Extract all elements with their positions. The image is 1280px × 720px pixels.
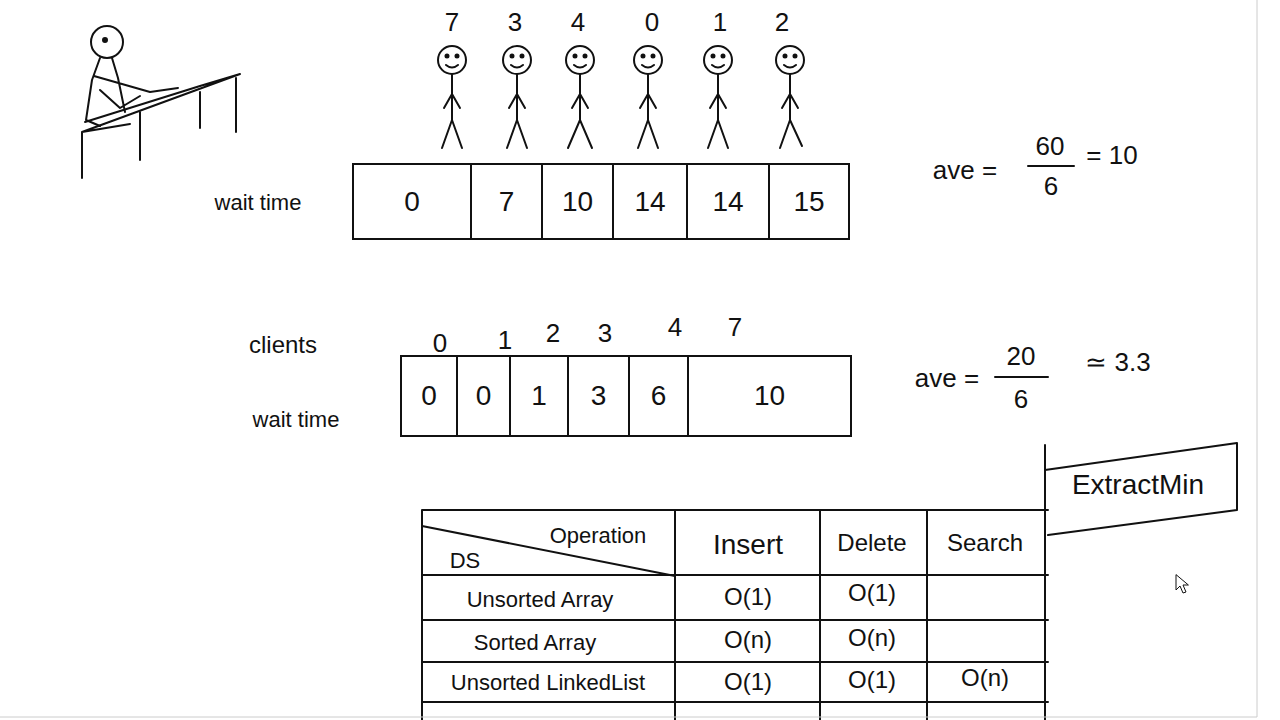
client-figure	[776, 46, 804, 148]
table-header: Operation	[550, 525, 647, 547]
fraction-denominator: 6	[1044, 173, 1058, 199]
customer-priority: 4	[571, 9, 585, 35]
array-cell: 14	[612, 163, 688, 240]
table-cell: O(n)	[724, 628, 772, 652]
table-row-header: Sorted Array	[474, 632, 596, 654]
wait-time-value: 0	[476, 382, 492, 410]
row-label: wait time	[215, 192, 302, 214]
client-number: 1	[498, 327, 512, 353]
table-cell: O(1)	[724, 585, 772, 609]
client-number: 0	[433, 330, 447, 356]
formula-text: = 10	[1086, 142, 1137, 168]
fraction-numerator: 60	[1036, 133, 1065, 159]
fraction-bar	[1028, 165, 1074, 167]
client-number: 3	[598, 320, 612, 346]
fraction-denominator: 6	[1014, 386, 1028, 412]
array-cell: 0	[456, 355, 511, 437]
clerk-at-desk	[82, 26, 240, 178]
formula-text: ave =	[933, 157, 997, 183]
clerk-eye	[103, 38, 107, 42]
array-cell: 10	[541, 163, 614, 240]
row-label: clients	[249, 333, 317, 357]
array-cell: 0	[352, 163, 472, 240]
table-header: Insert	[713, 531, 783, 559]
wait-time-value: 7	[499, 188, 515, 216]
client-figure	[634, 46, 662, 148]
table-cell: O(1)	[848, 581, 896, 605]
array-cell: 15	[768, 163, 850, 240]
wait-time-value: 14	[634, 188, 665, 216]
table-cell: O(n)	[961, 666, 1009, 690]
customer-priority: 0	[645, 9, 659, 35]
client-figure	[438, 46, 466, 148]
fraction-bar	[995, 376, 1048, 378]
table-cell: O(n)	[848, 626, 896, 650]
customer-priority: 7	[445, 9, 459, 35]
mouse-cursor	[1176, 575, 1188, 593]
client-figure	[503, 46, 531, 148]
clerk-head	[91, 26, 123, 58]
window-edge	[0, 0, 1257, 717]
array-cell: 6	[628, 355, 689, 437]
array-cell: 1	[509, 355, 569, 437]
table-cell: O(1)	[848, 668, 896, 692]
array-cell: 14	[686, 163, 770, 240]
table-lines	[422, 445, 1048, 720]
clerk-body	[86, 58, 178, 126]
customer-priority: 2	[775, 9, 789, 35]
table-diagonal	[422, 526, 675, 576]
wait-time-value: 3	[591, 382, 607, 410]
table-header: Search	[947, 531, 1023, 555]
table-header: Delete	[837, 531, 906, 555]
table-row-header: Unsorted LinkedList	[451, 672, 645, 694]
table-cell: O(1)	[724, 670, 772, 694]
table-header: ExtractMin	[1072, 471, 1204, 499]
customer-priority: 3	[508, 9, 522, 35]
array-cell: 3	[567, 355, 630, 437]
wait-time-value: 6	[651, 382, 667, 410]
client-number: 4	[668, 314, 682, 340]
wait-time-value: 14	[712, 188, 743, 216]
wait-time-value: 0	[404, 188, 420, 216]
wait-time-value: 10	[754, 382, 785, 410]
row-label: wait time	[253, 409, 340, 431]
array-cell: 10	[687, 355, 852, 437]
client-figure	[566, 46, 594, 148]
table-row-header: Unsorted Array	[467, 589, 614, 611]
table-extra-column	[1045, 443, 1237, 535]
table-header: DS	[450, 550, 481, 572]
client-number: 2	[546, 320, 560, 346]
formula-text: ave =	[915, 365, 979, 391]
wait-time-value: 0	[421, 382, 437, 410]
array-cell: 0	[400, 355, 458, 437]
desk	[82, 74, 240, 178]
customer-priority: 1	[713, 9, 727, 35]
wait-time-value: 10	[562, 188, 593, 216]
complexity-table-grid	[422, 443, 1237, 720]
client-figure	[704, 46, 732, 148]
wait-time-value: 15	[793, 188, 824, 216]
array-cell: 7	[470, 163, 543, 240]
client-number: 7	[728, 314, 742, 340]
fraction-numerator: 20	[1007, 343, 1036, 369]
wait-time-value: 1	[531, 382, 547, 410]
formula-text: ≃ 3.3	[1085, 349, 1150, 375]
table-rows	[422, 575, 1048, 702]
